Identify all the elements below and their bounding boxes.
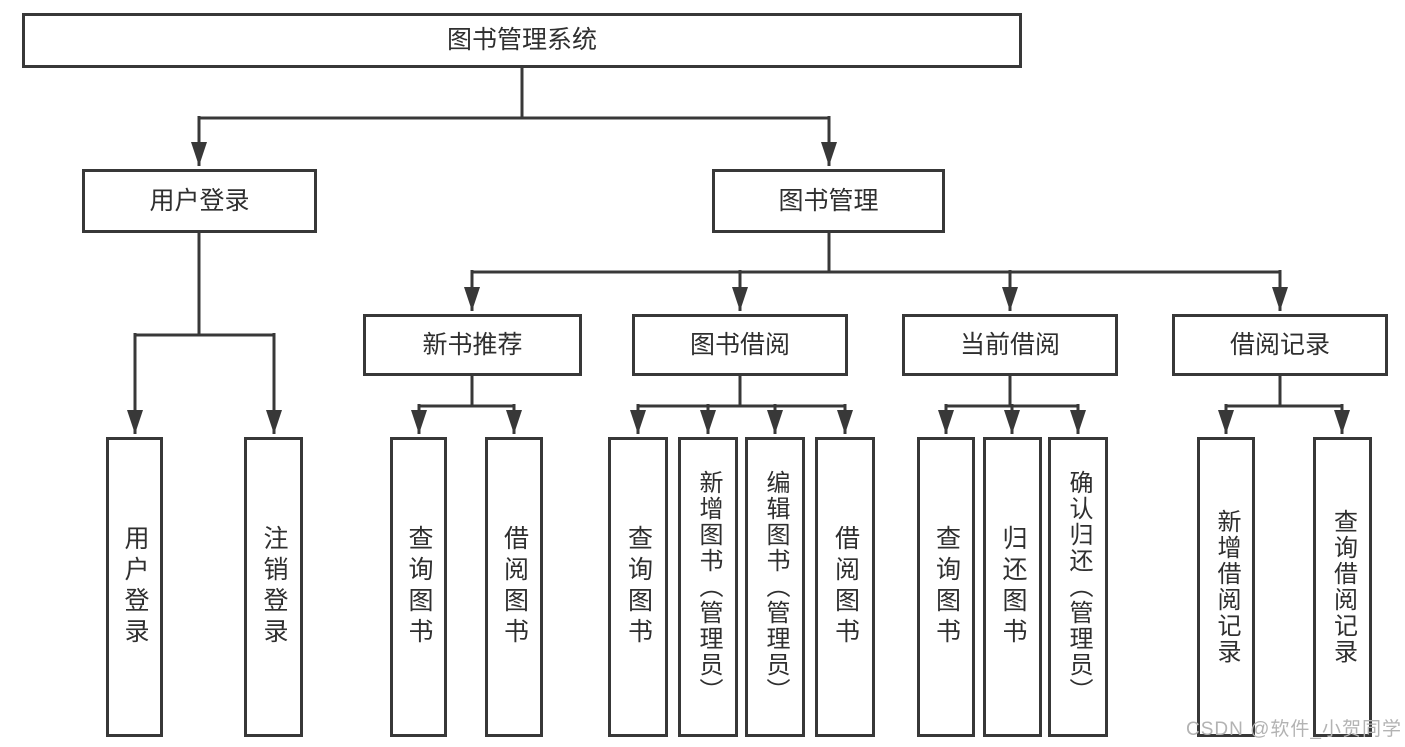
watermark-text: CSDN @软件_小贺同学: [1186, 719, 1402, 740]
leaf-query-book-recommend: 查询图书: [390, 437, 447, 737]
leaf-return-book: 归还图书: [983, 437, 1042, 737]
leaf-borrow-book-borrowing-label: 借阅图书: [831, 525, 860, 649]
leaf-confirm-return-admin-label: 确认归还（管理员）: [1065, 470, 1092, 704]
node-user-login-label: 用户登录: [149, 186, 250, 215]
node-book-borrowing-label: 图书借阅: [689, 330, 790, 359]
node-user-login: 用户登录: [82, 169, 317, 233]
leaf-query-borrow-record: 查询借阅记录: [1313, 437, 1372, 737]
node-book-management-label: 图书管理: [778, 186, 879, 215]
leaf-add-borrow-record: 新增借阅记录: [1197, 437, 1255, 737]
leaf-logout: 注销登录: [244, 437, 303, 737]
node-new-book-recommend-label: 新书推荐: [422, 330, 523, 359]
node-borrowing-records-label: 借阅记录: [1229, 330, 1330, 359]
leaf-query-book-recommend-label: 查询图书: [405, 525, 433, 649]
leaf-borrow-book-recommend-label: 借阅图书: [500, 525, 529, 649]
node-book-borrowing: 图书借阅: [632, 314, 848, 376]
leaf-confirm-return-admin: 确认归还（管理员）: [1048, 437, 1108, 737]
node-library-system-label: 图书管理系统: [446, 26, 597, 54]
node-new-book-recommend: 新书推荐: [363, 314, 582, 376]
leaf-add-book-admin: 新增图书（管理员）: [678, 437, 738, 737]
leaf-query-book-current: 查询图书: [917, 437, 975, 737]
leaf-borrow-book-borrowing: 借阅图书: [815, 437, 875, 737]
leaf-add-borrow-record-label: 新增借阅记录: [1213, 509, 1240, 665]
leaf-query-book-borrowing: 查询图书: [608, 437, 668, 737]
leaf-add-book-admin-label: 新增图书（管理员）: [695, 470, 722, 704]
node-current-borrowing-label: 当前借阅: [959, 330, 1060, 359]
leaf-user-login: 用户登录: [106, 437, 163, 737]
leaf-borrow-book-recommend: 借阅图书: [485, 437, 543, 737]
node-borrowing-records: 借阅记录: [1172, 314, 1388, 376]
leaf-query-borrow-record-label: 查询借阅记录: [1329, 509, 1357, 665]
node-library-system: 图书管理系统: [22, 13, 1022, 68]
node-book-management: 图书管理: [712, 169, 945, 233]
leaf-edit-book-admin: 编辑图书（管理员）: [745, 437, 805, 737]
leaf-edit-book-admin-label: 编辑图书（管理员）: [762, 470, 789, 704]
leaf-query-book-current-label: 查询图书: [932, 525, 961, 649]
leaf-return-book-label: 归还图书: [999, 525, 1027, 649]
leaf-user-login-label: 用户登录: [121, 525, 149, 649]
node-current-borrowing: 当前借阅: [902, 314, 1118, 376]
leaf-query-book-borrowing-label: 查询图书: [624, 525, 653, 649]
leaf-logout-label: 注销登录: [260, 525, 288, 649]
